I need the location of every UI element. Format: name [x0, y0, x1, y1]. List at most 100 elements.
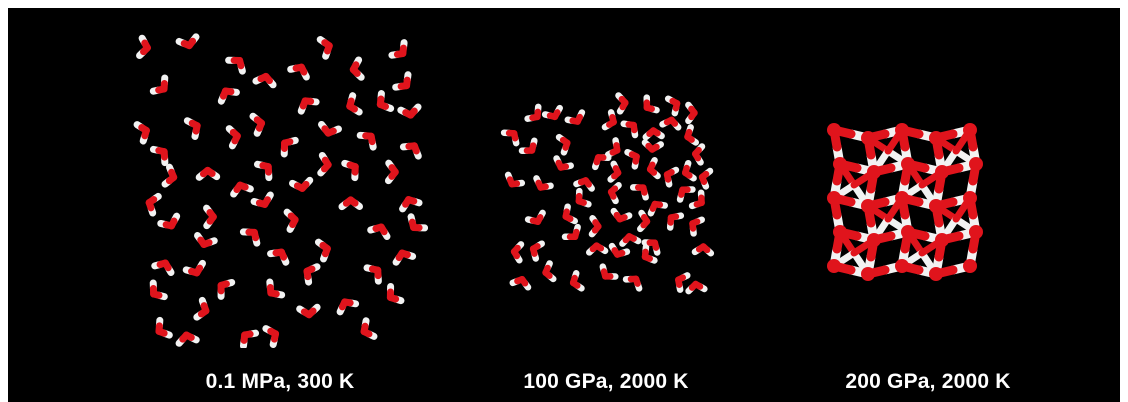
oxygen-atom — [935, 233, 949, 247]
water-molecule — [225, 56, 246, 75]
water-molecule — [314, 238, 331, 263]
water-molecule — [386, 282, 405, 305]
water-molecule — [360, 317, 378, 340]
water-molecule — [161, 163, 178, 188]
oxygen-bond-half — [141, 39, 151, 52]
oxygen-atom — [833, 225, 847, 239]
water-molecule — [691, 143, 706, 166]
water-molecule — [688, 189, 705, 210]
water-molecules-dense-liquid — [500, 92, 715, 295]
oxygen-bond-half — [678, 186, 686, 198]
water-molecule — [249, 112, 266, 137]
water-molecule — [518, 137, 538, 155]
oxygen-bond-half — [200, 239, 213, 249]
oxygen-bond-half — [368, 265, 382, 274]
water-molecules-liquid — [133, 33, 428, 348]
water-molecule — [384, 159, 399, 185]
water-molecule — [564, 109, 586, 125]
water-molecule — [183, 117, 201, 140]
water-molecule — [367, 223, 391, 240]
caption-dense-liquid: 100 GPa, 2000 K — [523, 370, 689, 393]
oxygen-bond-half — [299, 97, 309, 110]
oxygen-bond-half — [376, 101, 389, 110]
oxygen-bond-half — [688, 105, 698, 117]
oxygen-bond-half — [261, 196, 272, 208]
oxygen-atom — [861, 267, 875, 281]
oxygen-bond-half — [346, 161, 359, 171]
oxygen-atom — [833, 157, 847, 171]
water-molecule — [691, 243, 715, 257]
oxygen-bond-half — [405, 142, 418, 150]
water-molecule — [619, 233, 642, 247]
water-molecule — [684, 124, 700, 146]
water-molecule — [622, 275, 643, 292]
water-molecule — [316, 36, 333, 60]
oxygen-bond-half — [399, 44, 407, 58]
oxygen-bond-half — [324, 127, 337, 137]
oxygen-bond-half — [609, 113, 617, 126]
oxygen-bond-half — [199, 166, 212, 178]
oxygen-atom — [827, 123, 841, 137]
water-molecule — [685, 101, 698, 125]
water-molecule — [230, 181, 254, 198]
oxygen-atom — [895, 191, 909, 205]
water-molecule — [280, 136, 299, 158]
oxygen-bond-half — [155, 146, 168, 156]
oxygen-bond-half — [649, 200, 659, 212]
water-molecule — [642, 127, 665, 141]
oxygen-bond-half — [388, 164, 399, 176]
oxygen-bond-half — [684, 133, 695, 143]
water-molecule — [356, 131, 377, 151]
oxygen-bond-half — [298, 180, 310, 192]
oxygen-bond-half — [691, 150, 702, 162]
water-molecule — [615, 92, 629, 115]
water-molecule — [397, 103, 422, 119]
oxygen-bond-half — [219, 87, 229, 100]
oxygen-bond-half — [179, 331, 190, 343]
oxygen-bond-half — [346, 102, 358, 113]
oxygen-bond-half — [663, 116, 675, 126]
oxygen-bond-half — [342, 196, 355, 207]
oxygen-atom — [867, 233, 881, 247]
oxygen-bond-half — [577, 177, 590, 186]
water-molecule — [604, 137, 621, 158]
oxygen-bond-half — [529, 245, 538, 257]
water-molecule — [317, 152, 332, 177]
oxygen-bond-half — [534, 214, 544, 225]
oxygen-bond-half — [559, 136, 571, 147]
water-molecule — [149, 74, 169, 95]
water-molecule — [392, 249, 417, 266]
oxygen-bond-half — [360, 328, 373, 338]
oxygen-bond-half — [569, 279, 581, 289]
oxygen-bond-half — [614, 249, 626, 258]
water-molecule — [504, 171, 526, 188]
oxygen-bond-half — [542, 269, 553, 280]
oxygen-bond-half — [625, 121, 637, 129]
oxygen-bond-half — [303, 267, 312, 281]
oxygen-atom — [867, 165, 881, 179]
water-molecule — [610, 207, 633, 223]
water-molecule — [346, 92, 363, 116]
water-molecule — [225, 125, 241, 150]
oxygen-bond-half — [571, 228, 580, 241]
water-molecule — [637, 209, 651, 233]
oxygen-bond-half — [616, 214, 628, 223]
water-molecule — [149, 145, 169, 167]
water-molecule — [588, 215, 602, 238]
water-molecule — [659, 116, 682, 131]
oxygen-bond-half — [321, 156, 332, 169]
oxygen-bond-half — [575, 197, 587, 206]
oxygen-bond-half — [646, 166, 658, 176]
oxygen-bond-half — [253, 116, 266, 127]
oxygen-atom — [895, 123, 909, 137]
water-molecule — [388, 39, 408, 59]
oxygen-bond-half — [510, 248, 520, 260]
water-molecule — [203, 204, 217, 230]
water-molecule — [689, 216, 706, 237]
oxygen-bond-half — [200, 302, 210, 315]
oxygen-bond-half — [257, 72, 270, 83]
water-molecule — [542, 260, 557, 283]
water-molecule — [601, 109, 617, 131]
oxygen-bond-half — [622, 233, 633, 244]
oxygen-bond-half — [681, 169, 693, 179]
